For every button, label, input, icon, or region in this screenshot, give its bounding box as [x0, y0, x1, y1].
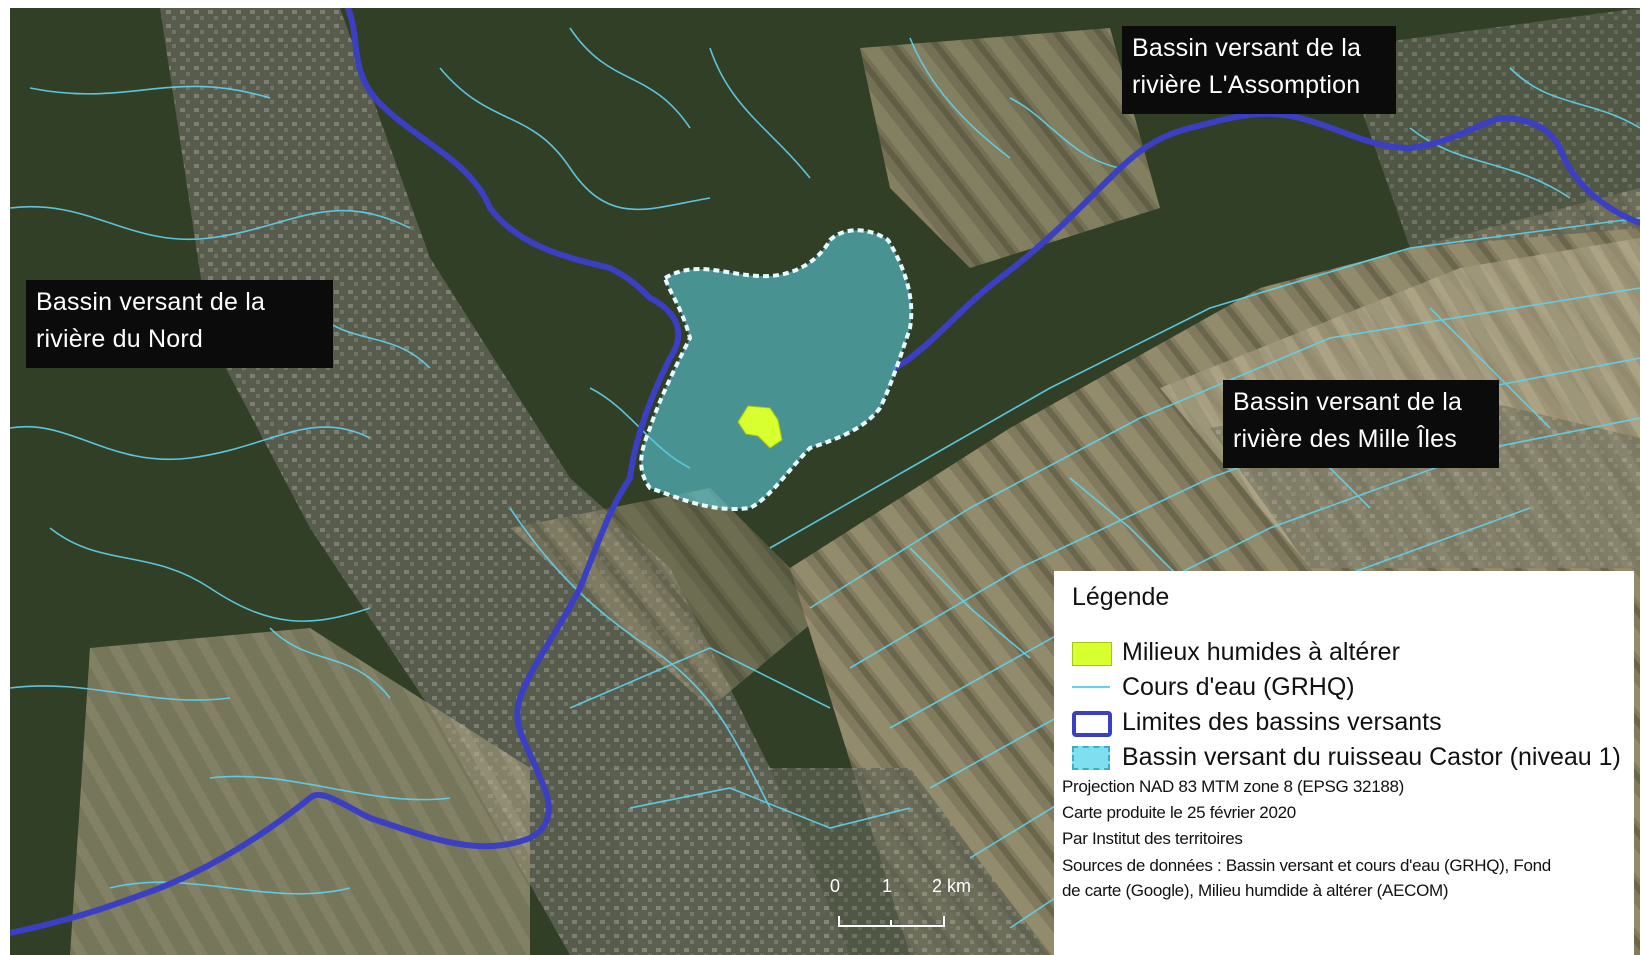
legend-meta-author: Par Institut des territoires: [1062, 829, 1243, 848]
legend-meta-sources-2: de carte (Google), Milieu humdide à alté…: [1062, 881, 1449, 900]
label-assomption: Bassin versant de la rivière L'Assomptio…: [1122, 26, 1396, 114]
castor-watershed: [639, 228, 914, 511]
map-canvas[interactable]: Bassin versant de la rivière L'Assomptio…: [10, 8, 1640, 955]
legend-item-wetland: Milieux humides à altérer: [1070, 637, 1400, 667]
scale-tick-1: 1: [882, 876, 893, 896]
scale-tick-0: 0: [830, 876, 841, 896]
streams-layer: [10, 27, 1640, 929]
legend-panel: Légende Milieux humides à altérer Cours …: [1054, 571, 1634, 955]
legend-title: Légende: [1072, 583, 1170, 611]
legend-label-streams: Cours d'eau (GRHQ): [1122, 672, 1355, 701]
wetland-patch: [737, 405, 783, 449]
scale-bar: 0 1 2 km: [830, 876, 978, 936]
scale-tick-2: 2 km: [932, 876, 972, 896]
label-assomption-line2: rivière L'Assomption: [1132, 71, 1361, 99]
scale-bar-graphic: [838, 916, 945, 927]
label-nord-line1: Bassin versant de la: [36, 288, 266, 316]
label-nord-line2: rivière du Nord: [36, 325, 203, 353]
legend-item-castor: Bassin versant du ruisseau Castor (nivea…: [1070, 742, 1621, 772]
legend-label-castor: Bassin versant du ruisseau Castor (nivea…: [1122, 742, 1621, 771]
boundary-swatch-icon: [1070, 709, 1112, 737]
watershed-boundaries: [10, 8, 1640, 936]
satellite-basemap: [10, 8, 1640, 955]
label-assomption-line1: Bassin versant de la: [1132, 34, 1362, 62]
label-mille-iles: Bassin versant de la rivière des Mille Î…: [1223, 380, 1499, 468]
stream-line-icon: [1070, 674, 1112, 700]
legend-meta-date: Carte produite le 25 février 2020: [1062, 803, 1296, 822]
legend-meta-projection: Projection NAD 83 MTM zone 8 (EPSG 32188…: [1062, 777, 1405, 796]
label-mille-iles-line2: rivière des Mille Îles: [1233, 425, 1457, 453]
label-nord: Bassin versant de la rivière du Nord: [26, 280, 333, 368]
legend-label-boundaries: Limites des bassins versants: [1122, 707, 1442, 736]
legend-item-boundaries: Limites des bassins versants: [1070, 707, 1442, 737]
legend-meta-sources-1: Sources de données : Bassin versant et c…: [1062, 856, 1551, 875]
legend-label-wetland: Milieux humides à altérer: [1122, 637, 1400, 666]
legend-item-streams: Cours d'eau (GRHQ): [1070, 672, 1355, 702]
castor-swatch-icon: [1070, 744, 1112, 770]
wetland-swatch-icon: [1070, 639, 1112, 666]
label-mille-iles-line1: Bassin versant de la: [1233, 388, 1463, 416]
